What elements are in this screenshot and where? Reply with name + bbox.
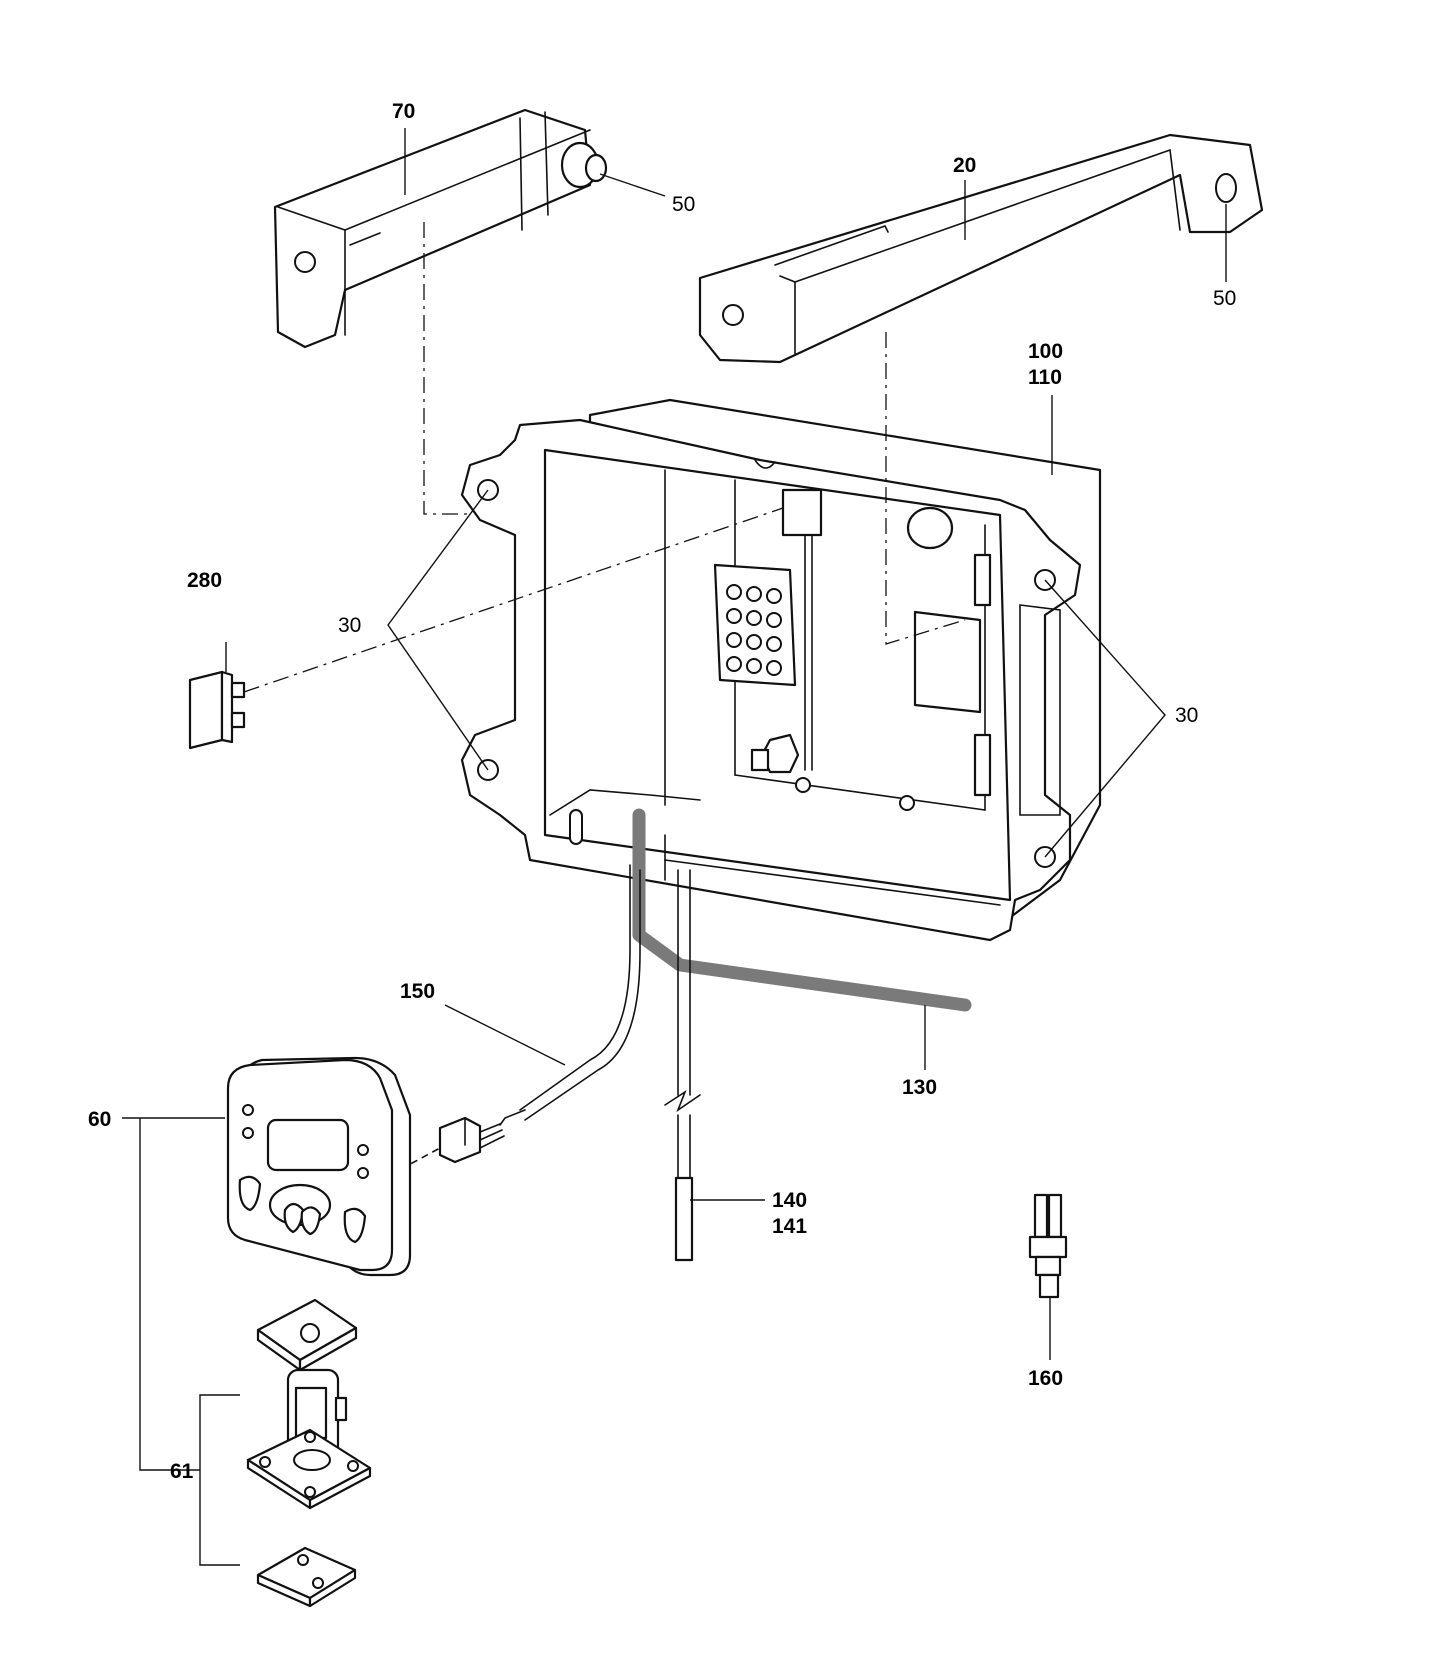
sensor-cable-140-141 [664,869,701,1262]
control-panel-60 [226,1056,412,1277]
plate-61 [256,1546,357,1608]
gas-nipple [750,733,800,774]
fuse-280 [188,642,246,750]
label-50-top: 50 [672,193,695,216]
bracket-20 [698,133,1264,364]
enclosure-100-110 [460,395,1102,942]
label-70: 70 [392,100,415,123]
label-141: 141 [772,1215,807,1238]
label-130: 130 [902,1076,937,1099]
label-20: 20 [953,154,976,177]
connector-12-pin [713,563,797,687]
label-140: 140 [772,1189,807,1212]
label-110: 110 [1028,366,1062,389]
label-61: 61 [170,1460,194,1483]
label-60: 60 [88,1108,111,1131]
label-30-right: 30 [1175,704,1198,727]
label-50-right: 50 [1213,287,1236,310]
cable-150 [499,864,641,1126]
stud-50-top [560,141,608,189]
label-160: 160 [1028,1367,1063,1390]
label-150: 150 [400,980,435,1003]
socket-61 [246,1298,372,1510]
bracket-70 [273,108,608,349]
label-100: 100 [1028,340,1063,363]
label-280: 280 [187,569,222,592]
cable-130 [632,808,972,1012]
sensor-160 [1028,1193,1068,1360]
label-30-left: 30 [338,614,361,637]
plug-connector [438,1116,505,1164]
